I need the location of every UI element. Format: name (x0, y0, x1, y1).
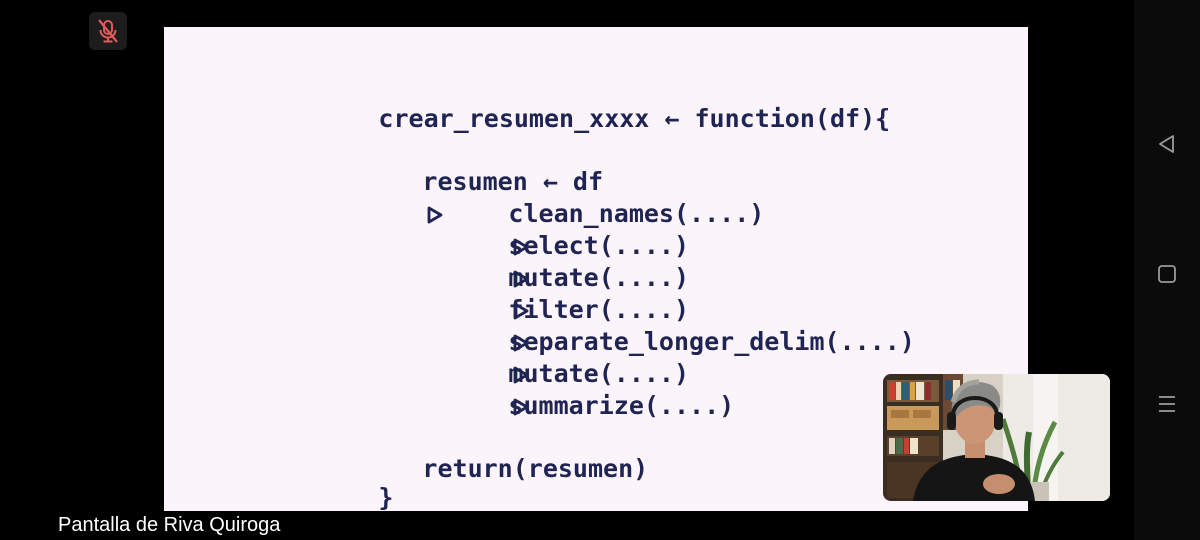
code-line-text: select(....) (508, 231, 690, 260)
code-line-text: clean_names(....) (508, 199, 765, 228)
code-line: } (258, 450, 393, 511)
pipe-icon (514, 302, 529, 320)
mic-muted-icon (98, 19, 118, 43)
screen-share-label: Pantalla de Riva Quiroga (58, 514, 281, 536)
code-line-text: summarize(....) (508, 391, 735, 420)
code-line: resumen ← df (302, 134, 603, 224)
code-line: summarize(....) (388, 358, 734, 420)
participant-video[interactable] (883, 374, 1110, 501)
pipe-icon (514, 270, 529, 288)
pipe-icon (514, 238, 529, 256)
code-line-text: mutate(....) (508, 263, 690, 292)
system-nav-bar (1134, 0, 1200, 540)
code-line-text: mutate(....) (508, 359, 690, 388)
code-line: clean_names(....) (388, 166, 764, 256)
code-line-text: crear_resumen_xxxx ← function(df){ (378, 104, 891, 133)
back-button[interactable] (1154, 131, 1180, 157)
menu-button[interactable] (1154, 391, 1180, 417)
pipe-icon (514, 398, 529, 416)
pipe-icon (514, 366, 529, 384)
home-button[interactable] (1154, 261, 1180, 287)
code-line: select(....) (388, 198, 689, 288)
code-line: mutate(....) (388, 326, 689, 416)
code-line-text: return(resumen) (422, 454, 649, 483)
pipe-icon (514, 334, 529, 352)
code-line-text: filter(....) (508, 295, 690, 324)
menu-icon (1159, 396, 1175, 412)
code-line: filter(....) (388, 262, 689, 352)
participant-video-icon (883, 374, 1110, 501)
code-line: mutate(....) (388, 230, 689, 320)
code-line: separate_longer_delim(....) (388, 294, 915, 384)
code-line-text: separate_longer_delim(....) (508, 327, 915, 356)
back-icon (1159, 135, 1174, 153)
shared-slide: crear_resumen_xxxx ← function(df){ resum… (164, 27, 1028, 511)
home-icon (1158, 265, 1176, 283)
mic-toggle-button[interactable] (89, 12, 127, 50)
code-line: crear_resumen_xxxx ← function(df){ (258, 71, 890, 133)
code-line-text: } (378, 483, 394, 511)
pipe-icon (428, 206, 443, 224)
code-line-text: resumen ← df (422, 167, 604, 196)
code-line: return(resumen) (302, 421, 648, 483)
